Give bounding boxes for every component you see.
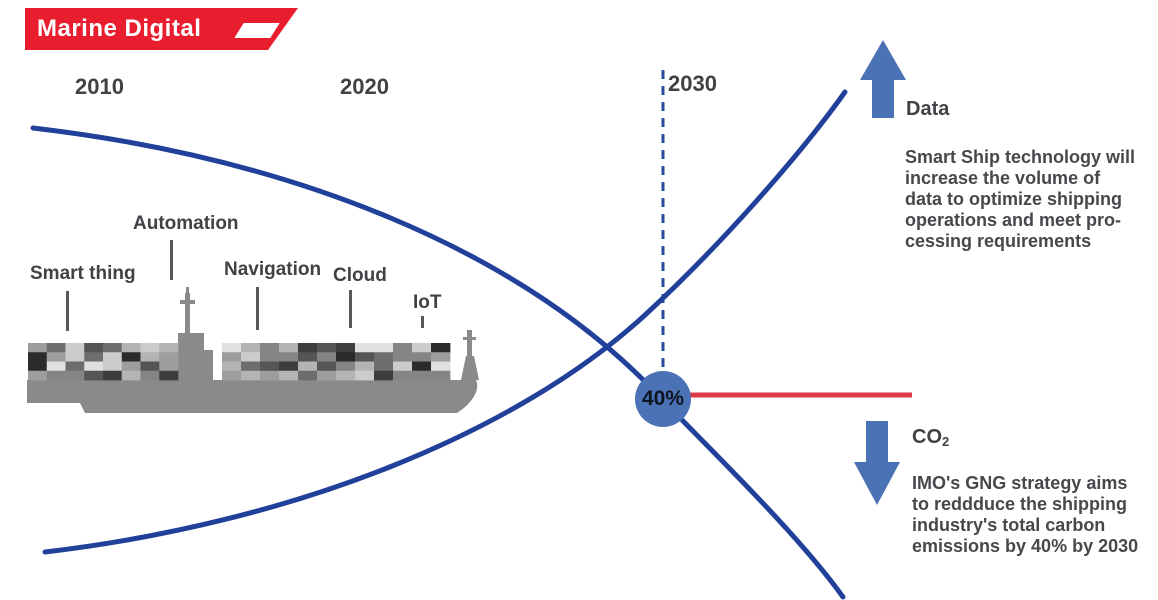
reduction-target-marker	[635, 371, 691, 427]
data-section-title: Data	[906, 98, 950, 120]
data-trend-curve	[42, 89, 848, 555]
pointer-line-automation	[170, 240, 173, 280]
container-stack-aft	[222, 343, 451, 381]
year-2030-label: 2030	[668, 71, 717, 96]
co2-arrow-down-icon	[854, 421, 900, 505]
ship-mast	[185, 293, 190, 335]
flag-icon	[234, 23, 279, 38]
pointer-line-iot	[421, 316, 424, 328]
year-2010-label: 2010	[75, 74, 124, 99]
pointer-line-navigation	[256, 287, 259, 330]
ship-bridge	[178, 333, 204, 380]
reduction-target-value: 40%	[641, 387, 685, 410]
data-section-body: Smart Ship technology will increase the …	[905, 147, 1136, 251]
pointer-line-smart-thing	[66, 291, 69, 331]
ship-bow-crane	[467, 330, 472, 360]
data-arrow-up-icon	[860, 40, 906, 118]
co2-section-body: IMO's GNG strategy aims to reddduce the …	[912, 473, 1139, 556]
ship-label-smart-thing: Smart thing	[30, 263, 136, 284]
logo-text: Marine Digital	[37, 15, 202, 42]
co2-subscript: 2	[942, 434, 950, 449]
marine-digital-logo: Marine Digital	[25, 8, 298, 50]
ship-label-cloud: Cloud	[333, 265, 387, 286]
pointer-line-cloud	[349, 290, 352, 328]
ship-hull	[27, 380, 478, 413]
co2-trend-curve	[30, 125, 846, 600]
year-2020-label: 2020	[340, 74, 389, 99]
co2-section-title: CO2	[912, 426, 950, 449]
ship-label-iot: IoT	[413, 292, 442, 313]
container-stack-fore	[28, 343, 179, 381]
ship-label-automation: Automation	[133, 213, 239, 234]
ship-label-navigation: Navigation	[224, 259, 322, 280]
cargo-ship-icon	[27, 287, 479, 413]
